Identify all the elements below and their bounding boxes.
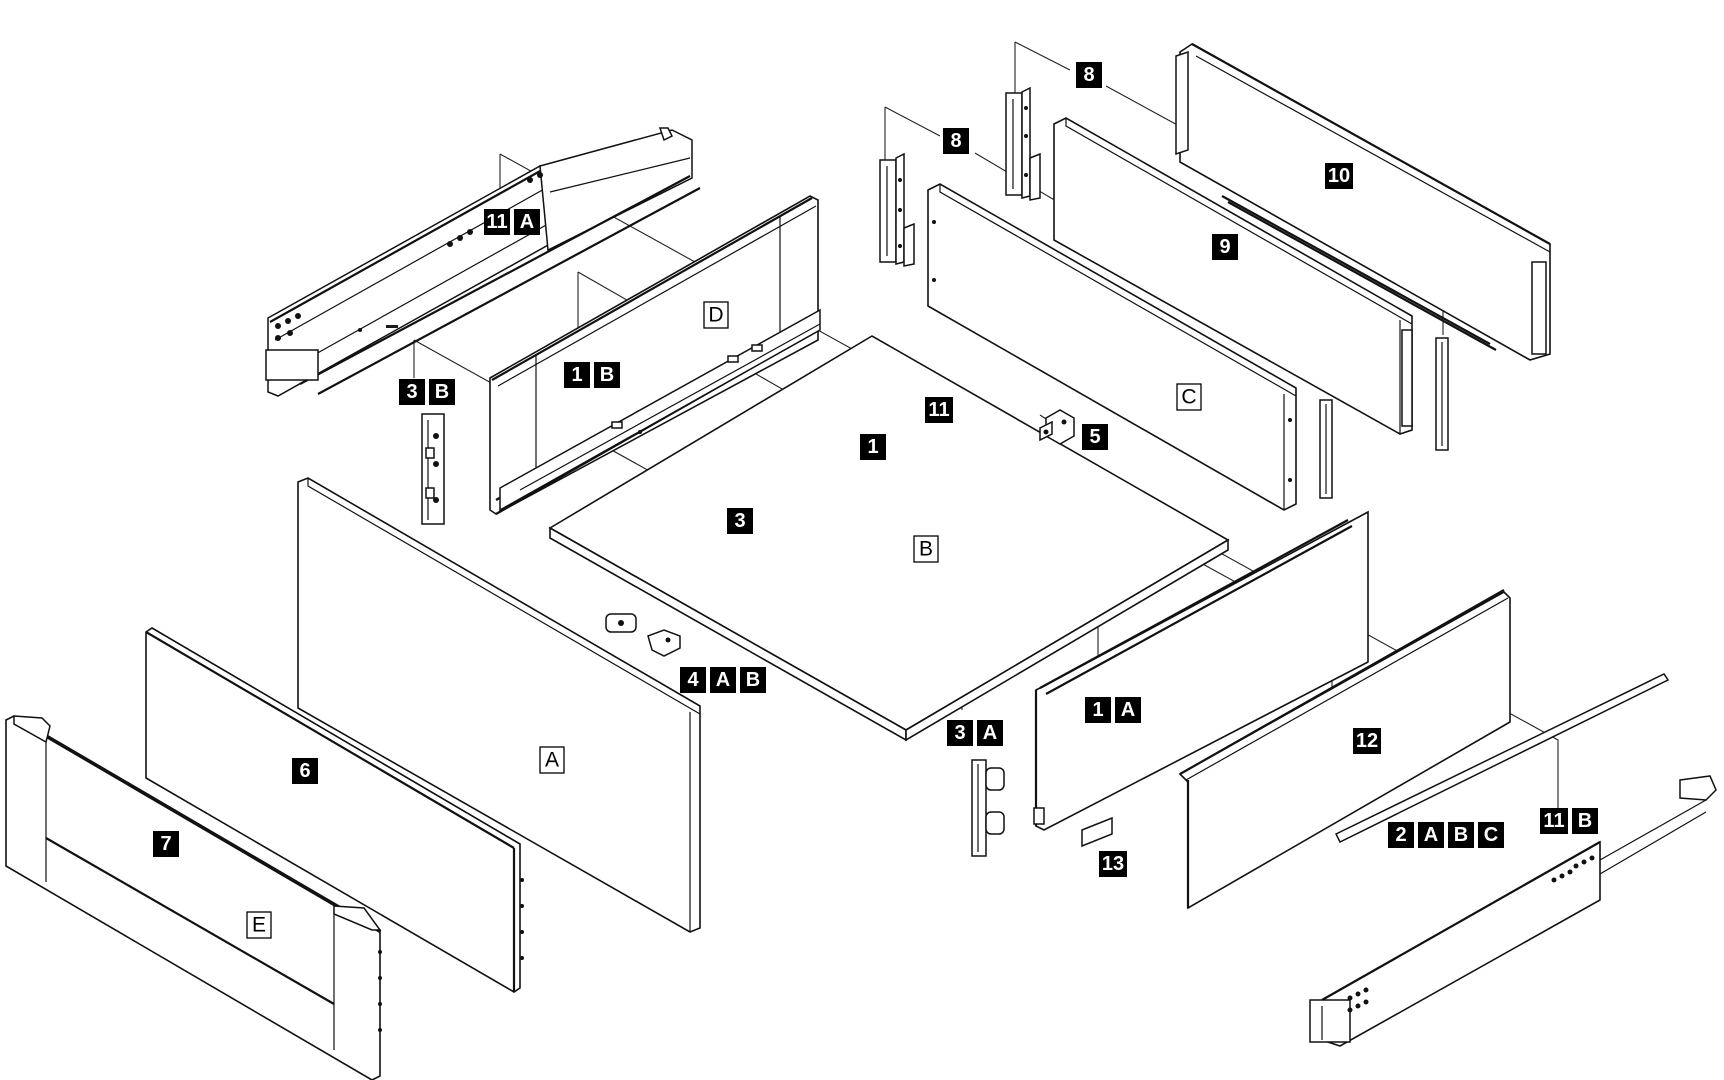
callout-11b-letter: B xyxy=(1578,810,1592,832)
callout-1-centre-num: 1 xyxy=(867,436,878,458)
callout-4ab-num: 4 xyxy=(687,669,699,691)
callout-8-right: 8 xyxy=(1076,62,1102,88)
callout-7-num: 7 xyxy=(160,833,171,855)
callout-8-right-num: 8 xyxy=(1083,64,1094,86)
callout-2abc-b: B xyxy=(1454,824,1468,846)
callout-3a-letter: A xyxy=(983,722,997,744)
callout-12-num: 12 xyxy=(1356,730,1378,752)
callouts: 11 A 1 B 3 B 8 8 10 9 11 1 5 xyxy=(153,62,1598,939)
callout-8-left: 8 xyxy=(943,128,969,154)
callout-9-num: 9 xyxy=(1219,236,1230,258)
panel-letter-b-text: B xyxy=(919,538,933,561)
bottom-rail-strip-2 xyxy=(1334,673,1670,844)
callout-5-num: 5 xyxy=(1089,426,1100,448)
callout-6: 6 xyxy=(292,758,318,784)
panel-letter-e-text: E xyxy=(252,914,266,937)
callout-1a: 1 A xyxy=(1085,697,1141,723)
front-fascia-7 xyxy=(5,715,382,1080)
callout-11a: 11 A xyxy=(484,209,540,235)
left-front-bracket xyxy=(421,413,445,525)
left-side-panel-d xyxy=(489,195,821,515)
callout-10-num: 10 xyxy=(1328,165,1350,187)
callout-11-centre: 11 xyxy=(925,397,953,423)
callout-2abc-a: A xyxy=(1424,824,1438,846)
callout-7: 7 xyxy=(153,831,179,857)
rear-bracket-left xyxy=(879,152,915,267)
callout-11b-num: 11 xyxy=(1543,810,1564,832)
callout-6-num: 6 xyxy=(299,760,310,782)
right-side-profile xyxy=(1033,510,1369,831)
callout-1a-letter: A xyxy=(1121,699,1135,721)
callout-1b-num: 1 xyxy=(571,364,582,386)
side-bracket-pair xyxy=(1319,337,1449,499)
panel-letter-a: A xyxy=(539,746,565,774)
callout-3a-num: 3 xyxy=(954,722,965,744)
panel-letter-e: E xyxy=(246,911,272,939)
callout-2abc-num: 2 xyxy=(1395,824,1406,846)
callout-8-left-num: 8 xyxy=(950,130,961,152)
callout-13-num: 13 xyxy=(1102,853,1124,875)
callout-3b-num: 3 xyxy=(406,381,417,403)
callout-3a: 3 A xyxy=(947,720,1003,746)
inner-front-panel-6 xyxy=(145,627,524,993)
bottom-panel-b xyxy=(548,335,1230,742)
callout-9: 9 xyxy=(1212,234,1238,260)
callout-13: 13 xyxy=(1099,851,1127,877)
panel-letter-d: D xyxy=(703,301,729,329)
callout-1b: 1 B xyxy=(564,362,620,388)
callout-3b-letter: B xyxy=(435,381,449,403)
callout-1a-num: 1 xyxy=(1092,699,1103,721)
callout-10: 10 xyxy=(1325,163,1353,189)
back-panel-c xyxy=(927,183,1297,511)
side-glass-panel-12 xyxy=(1178,589,1511,910)
panel-letter-c-text: C xyxy=(1181,386,1196,409)
callout-4ab: 4 A B xyxy=(680,667,766,693)
callout-11a-letter: A xyxy=(520,211,534,233)
front-clips-4 xyxy=(605,613,681,657)
right-front-bracket xyxy=(971,759,1005,857)
callout-3b: 3 B xyxy=(399,379,455,405)
callout-11-centre-num: 11 xyxy=(928,399,949,421)
panel-letter-a-text: A xyxy=(545,749,559,772)
cover-cap-13 xyxy=(1081,816,1113,848)
callout-5: 5 xyxy=(1082,424,1108,450)
left-runner-part xyxy=(265,127,701,397)
callout-11b: 11 B xyxy=(1540,808,1598,834)
callout-4ab-a: A xyxy=(716,669,730,691)
panel-letter-b: B xyxy=(913,535,939,563)
callout-1-centre: 1 xyxy=(860,434,886,460)
back-panel-9 xyxy=(1053,117,1413,435)
callout-2abc: 2 A B C xyxy=(1388,822,1504,848)
rear-bracket-right xyxy=(1005,86,1041,201)
callout-4ab-b: B xyxy=(746,669,760,691)
panel-letter-d-text: D xyxy=(708,304,723,327)
callout-3-centre-num: 3 xyxy=(734,510,745,532)
right-runner-part xyxy=(1309,775,1717,1047)
back-clip-5 xyxy=(1039,409,1075,445)
front-panel-a xyxy=(297,477,701,933)
upper-side-rail-10 xyxy=(1175,43,1551,361)
callout-2abc-c: C xyxy=(1484,824,1498,846)
callout-11a-num: 11 xyxy=(486,211,507,233)
panel-letter-c: C xyxy=(1176,383,1202,411)
callout-1b-letter: B xyxy=(600,364,614,386)
callout-12: 12 xyxy=(1353,728,1381,754)
callout-3-centre: 3 xyxy=(727,508,753,534)
